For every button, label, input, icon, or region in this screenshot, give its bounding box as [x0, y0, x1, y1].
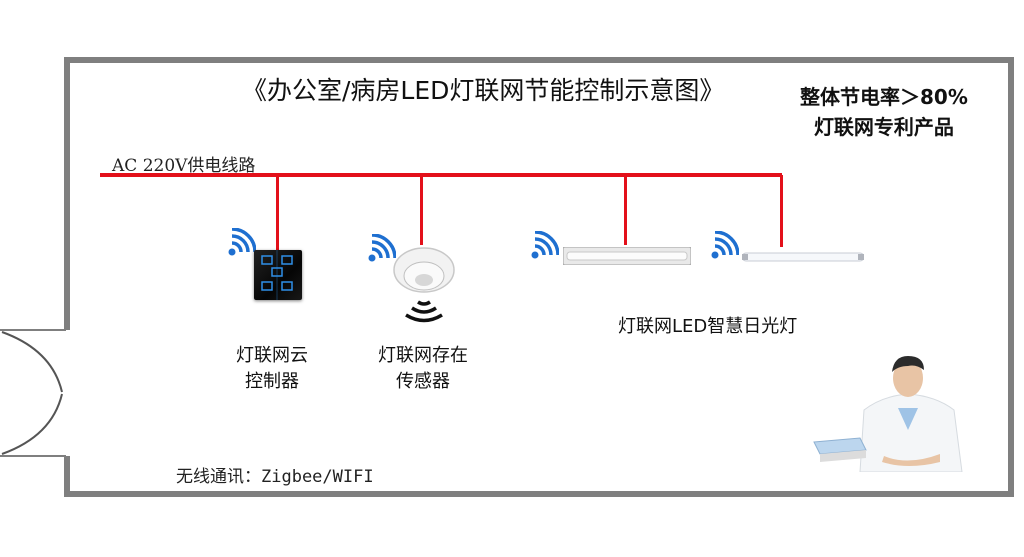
diagram-title: 《办公室/病房LED灯联网节能控制示意图》 — [242, 76, 725, 105]
sensor-label-line2: 传感器 — [396, 371, 450, 392]
wifi-icon — [711, 231, 739, 259]
power-drop-lamp-2 — [780, 175, 783, 247]
lamp-label: 灯联网LED智慧日光灯 — [618, 316, 798, 337]
room-outline — [64, 57, 1014, 497]
sensor-label-line1: 灯联网存在 — [378, 345, 468, 366]
touch-switch-icon — [261, 250, 293, 300]
door-opening — [58, 330, 72, 456]
wireless-protocol-label: 无线通讯：Zigbee/WIFI — [176, 467, 374, 487]
door-icon — [0, 329, 66, 457]
presence-sensor-icon — [393, 247, 455, 323]
power-drop-lamp-1 — [624, 175, 627, 245]
controller-label: 灯联网云 控制器 — [236, 343, 308, 395]
doctor-photo — [812, 350, 986, 472]
controller-label-line1: 灯联网云 — [236, 345, 308, 366]
wifi-icon — [228, 228, 256, 256]
wifi-icon — [531, 231, 559, 259]
led-tube-fixture-icon — [563, 247, 691, 265]
sensor-label: 灯联网存在 传感器 — [378, 343, 468, 395]
energy-saving-rate: 整体节电率＞80% — [800, 85, 968, 109]
wifi-icon — [368, 234, 396, 262]
stats-block: 整体节电率＞80% 灯联网专利产品 — [800, 82, 968, 142]
controller-label-line2: 控制器 — [245, 371, 299, 392]
power-line-label: AC 220V供电线路 — [112, 156, 256, 176]
power-drop-controller — [276, 175, 279, 250]
patent-note: 灯联网专利产品 — [813, 115, 954, 139]
led-tube-icon — [742, 252, 864, 262]
power-line — [100, 173, 782, 177]
power-drop-sensor — [420, 175, 423, 245]
cloud-controller-panel — [254, 250, 302, 300]
